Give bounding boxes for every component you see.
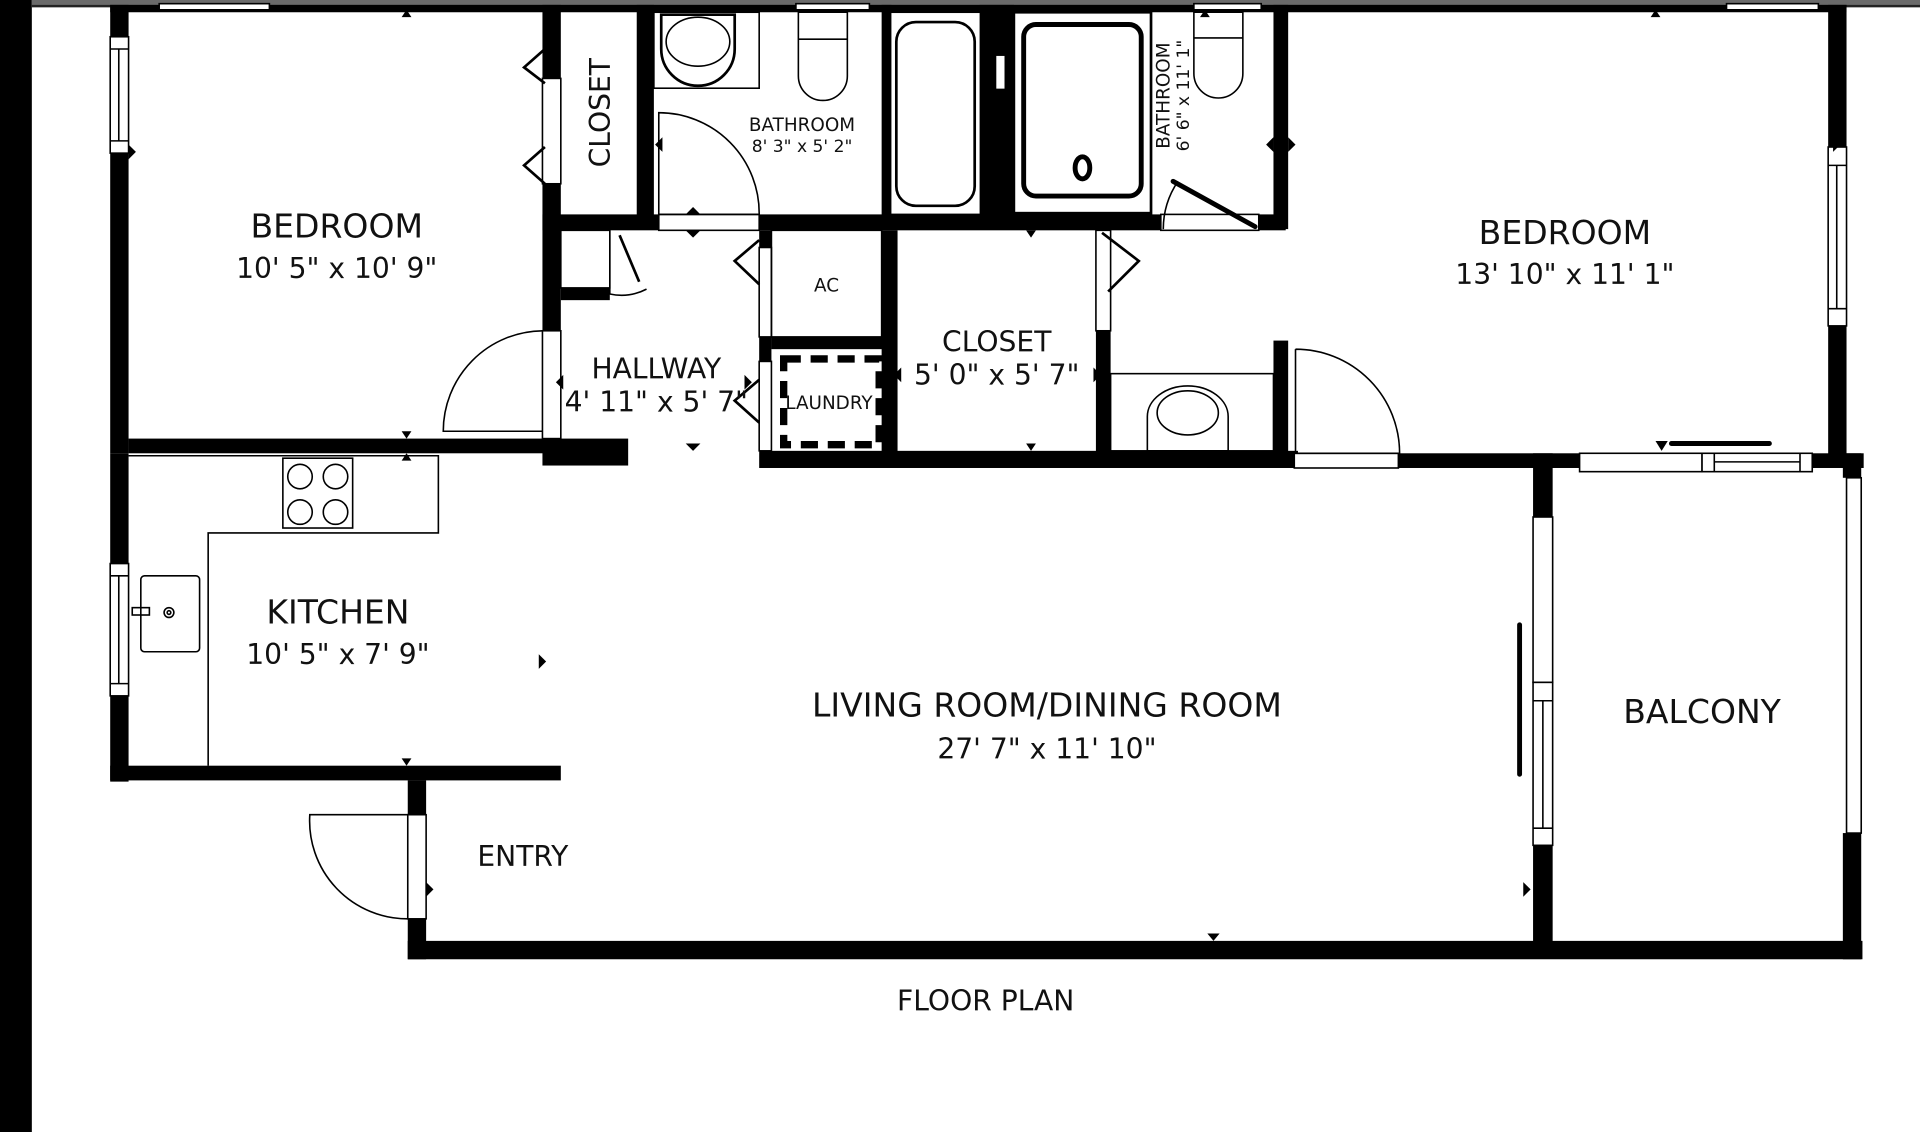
windows <box>109 2 1863 847</box>
bathroom1-dims: 8' 3" x 5' 2" <box>752 137 853 157</box>
walls <box>110 4 1864 960</box>
closet2-label: CLOSET <box>942 326 1052 359</box>
closet2-dims: 5' 0" x 5' 7" <box>914 359 1079 392</box>
bedroom1-dims: 10' 5" x 10' 9" <box>236 252 437 285</box>
fixtures <box>128 10 1275 766</box>
bathroom2-dims: 6' 6" x 11' 1" <box>1174 40 1194 152</box>
ac-label: AC <box>814 276 839 297</box>
bedroom1-label: BEDROOM <box>251 207 423 246</box>
room-labels: BEDROOM 10' 5" x 10' 9" CLOSET BATHROOM … <box>236 40 1782 1018</box>
left-edge-bar <box>0 0 32 1132</box>
bathroom1-label: BATHROOM <box>749 115 855 136</box>
hallway-dims: 4' 11" x 5' 7" <box>565 386 748 419</box>
kitchen-dims: 10' 5" x 7' 9" <box>246 638 429 671</box>
living-label: LIVING ROOM/DINING ROOM <box>812 686 1282 725</box>
dimension-markers <box>128 9 1841 941</box>
bedroom2-label: BEDROOM <box>1479 213 1651 252</box>
balcony-label: BALCONY <box>1623 692 1781 731</box>
laundry-label: LAUNDRY <box>785 393 873 414</box>
top-edge-band <box>31 0 1920 7</box>
kitchen-label: KITCHEN <box>266 593 409 632</box>
living-dims: 27' 7" x 11' 10" <box>937 732 1156 765</box>
closet1-label: CLOSET <box>584 57 617 167</box>
floor-plan-title: FLOOR PLAN <box>897 985 1074 1018</box>
entry-label: ENTRY <box>477 840 569 873</box>
doors <box>308 47 1401 920</box>
bathroom2-label: BATHROOM <box>1153 42 1174 148</box>
hallway-label: HALLWAY <box>591 353 722 386</box>
bedroom2-dims: 13' 10" x 11' 1" <box>1455 258 1674 291</box>
